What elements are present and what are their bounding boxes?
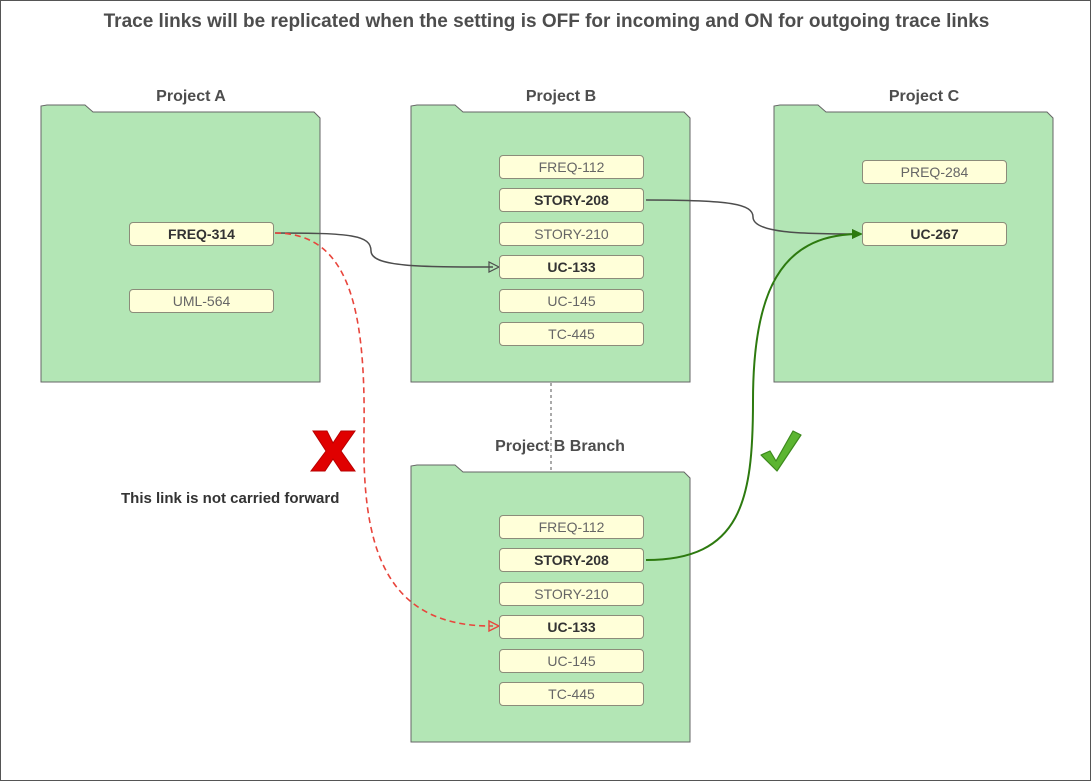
project-b-label: Project B [525, 88, 597, 105]
item-b-uc-145[interactable]: UC-145 [499, 289, 644, 313]
item-branch-freq-112[interactable]: FREQ-112 [499, 515, 644, 539]
diagram-title: Trace links will be replicated when the … [103, 11, 990, 32]
item-c-preq-284[interactable]: PREQ-284 [862, 160, 1007, 184]
project-b-branch-label: Project B Branch [495, 438, 625, 455]
link-carried-branch-story208-to-uc267 [645, 233, 857, 561]
project-a-label: Project A [156, 88, 226, 105]
arrowhead-uc267-from-branch [852, 229, 863, 239]
arrowhead-uc133 [488, 261, 501, 273]
not-carried-note: This link is not carried forward [121, 490, 340, 507]
project-c-label: Project C [888, 88, 960, 105]
item-b-tc-445[interactable]: TC-445 [499, 322, 644, 346]
item-freq-314[interactable]: FREQ-314 [129, 222, 274, 246]
item-b-uc-133[interactable]: UC-133 [499, 255, 644, 279]
check-mark-icon [760, 430, 802, 472]
link-dropped-freq314-to-branch-uc133 [274, 232, 494, 627]
item-branch-uc-133[interactable]: UC-133 [499, 615, 644, 639]
item-branch-uc-145[interactable]: UC-145 [499, 649, 644, 673]
item-b-freq-112[interactable]: FREQ-112 [499, 155, 644, 179]
item-branch-story-210[interactable]: STORY-210 [499, 582, 644, 606]
item-uml-564[interactable]: UML-564 [129, 289, 274, 313]
link-freq314-to-uc133 [274, 232, 494, 268]
x-mark-icon [310, 430, 356, 472]
item-branch-story-208[interactable]: STORY-208 [499, 548, 644, 572]
item-b-story-208[interactable]: STORY-208 [499, 188, 644, 212]
item-c-uc-267[interactable]: UC-267 [862, 222, 1007, 246]
item-branch-tc-445[interactable]: TC-445 [499, 682, 644, 706]
link-story208-to-uc267 [645, 199, 858, 235]
item-b-story-210[interactable]: STORY-210 [499, 222, 644, 246]
arrowhead-branch-uc133 [488, 619, 501, 633]
